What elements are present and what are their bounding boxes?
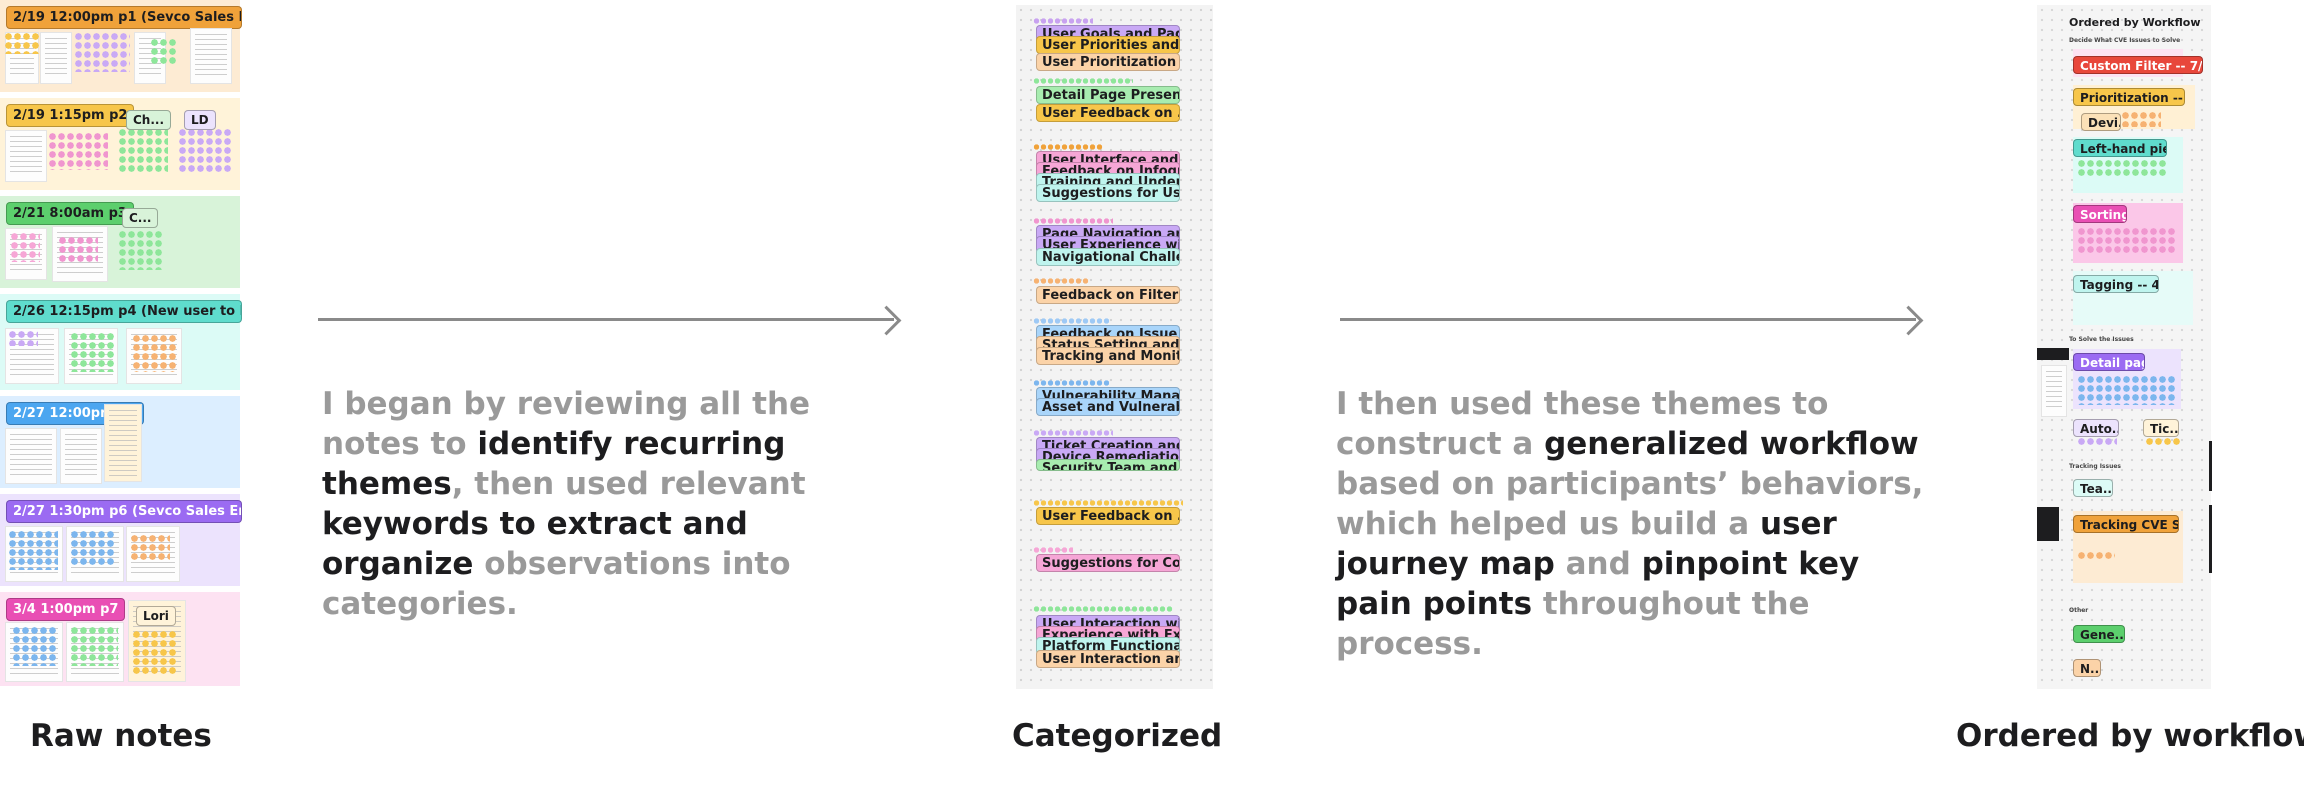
workflow-step: Left-hand pie ...	[2073, 139, 2167, 157]
session-label: 2/19 1:15pm p2	[6, 104, 135, 127]
category-item: User Feedback on ...	[1036, 507, 1180, 525]
description-step-2: I then used these themes to construct a …	[1336, 386, 1924, 662]
ordered-caption: Ordered by workflow	[1956, 718, 2304, 754]
workflow-step: Tic...	[2143, 419, 2179, 437]
ordered-board: Ordered by Workflow Decide What CVE Issu…	[2037, 5, 2212, 689]
workflow-step: Sorting	[2073, 205, 2127, 223]
category-item: Navigational Challe...	[1036, 248, 1180, 266]
workflow-step: Auto...	[2073, 419, 2119, 437]
category-item: Suggestions for Col...	[1036, 554, 1180, 572]
category-item: Suggestions for Us...	[1036, 184, 1180, 202]
session-label: 2/27 1:30pm p6 (Sevco Sales Engi...	[6, 500, 242, 523]
workflow-step: Tracking CVE St...	[2073, 515, 2179, 533]
categorized-board: User Goals and Pag... User Priorities an…	[1016, 5, 1213, 689]
workflow-step: Prioritization -- 6/...	[2073, 88, 2185, 106]
categorized-caption: Categorized	[1012, 718, 1223, 754]
category-item: User Prioritization ...	[1036, 53, 1180, 71]
session-p6: 2/27 1:30pm p6 (Sevco Sales Engi...	[0, 494, 242, 586]
section-label: To Solve the Issues	[2069, 336, 2134, 343]
raw-notes-caption: Raw notes	[30, 718, 212, 754]
description-step-1: I began by reviewing all the notes to id…	[322, 386, 811, 622]
ordered-board-title: Ordered by Workflow	[2069, 16, 2201, 29]
arrow-right-icon	[1340, 318, 1916, 321]
session-label: 2/21 8:00am p3	[6, 202, 134, 225]
workflow-step: Tagging -- 4/7	[2073, 275, 2159, 293]
workflow-step: Gene...	[2073, 625, 2125, 643]
arrow-right-icon	[318, 318, 894, 321]
section-label: Other	[2069, 607, 2089, 614]
category-item: User Interaction an...	[1036, 650, 1180, 668]
workflow-step: Detail page	[2073, 353, 2145, 371]
workflow-step: Tea...	[2073, 479, 2113, 497]
raw-notes-board: 2/19 12:00pm p1 (Sevco Sales Eng... 2/19…	[0, 0, 242, 686]
session-p3: 2/21 8:00am p3 C...	[0, 196, 240, 288]
session-p7: 3/4 1:00pm p7 Lori	[0, 592, 240, 686]
category-item: User Feedback on ...	[1036, 104, 1180, 122]
session-p1: 2/19 12:00pm p1 (Sevco Sales Eng...	[0, 0, 242, 92]
session-label: 3/4 1:00pm p7	[6, 598, 126, 621]
workflow-step: Devi...	[2081, 113, 2121, 131]
workflow-step: N...	[2073, 659, 2101, 677]
session-p4: 2/26 12:15pm p4 (New user to EM)	[0, 294, 242, 390]
session-p5: 2/27 12:00pm p5	[0, 396, 240, 488]
category-item: Asset and Vulnerab...	[1036, 398, 1180, 416]
arrow-head-icon	[1893, 305, 1924, 336]
session-sub-label: Lori	[136, 606, 176, 626]
category-item: Detail Page Present...	[1036, 86, 1180, 104]
category-item: Security Team and ...	[1036, 459, 1180, 471]
category-item: Feedback on Filteri...	[1036, 286, 1180, 304]
session-sub-label: C...	[122, 208, 159, 228]
section-label: Tracking Issues	[2069, 463, 2121, 470]
session-label: 2/19 12:00pm p1 (Sevco Sales Eng...	[6, 6, 242, 29]
session-sub-label: Ch...	[126, 110, 172, 130]
session-p2: 2/19 1:15pm p2 Ch... LD	[0, 98, 240, 190]
category-item: User Priorities and ...	[1036, 36, 1180, 54]
session-label: 2/26 12:15pm p4 (New user to EM)	[6, 300, 242, 323]
category-item: Tracking and Monit...	[1036, 347, 1180, 365]
arrow-head-icon	[871, 305, 902, 336]
session-sub-label: LD	[184, 110, 216, 130]
section-label: Decide What CVE Issues to Solve	[2069, 37, 2181, 44]
workflow-step: Custom Filter -- 7/7 P...	[2073, 56, 2203, 74]
